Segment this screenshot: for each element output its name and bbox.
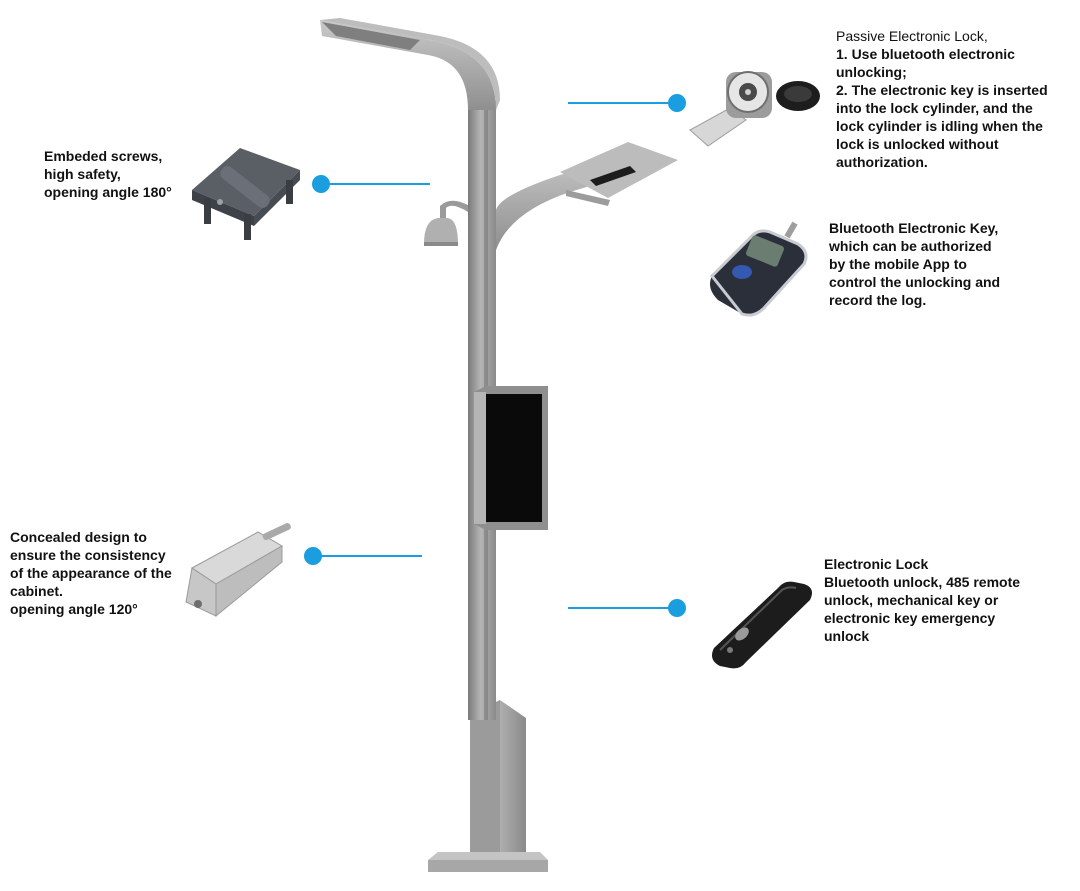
hinge-icon xyxy=(192,148,300,240)
electronic-lock-line: unlock, mechanical key or xyxy=(824,592,999,608)
passive-lock-line: 2. The electronic key is inserted xyxy=(836,82,1048,98)
concealed-hinge-label: Concealed design to ensure the consisten… xyxy=(10,528,172,618)
electronic-lock-line: electronic key emergency xyxy=(824,610,996,626)
embedded-hinge-line: high safety, xyxy=(44,166,121,182)
embedded-hinge-line: Embeded screws, xyxy=(44,148,163,164)
concealed-hinge-line: ensure the consistency xyxy=(10,547,166,563)
bluetooth-key-line: control the unlocking and xyxy=(829,274,1001,290)
embedded-hinge-leader-line xyxy=(326,183,430,185)
electronic-lock-marker xyxy=(668,599,686,617)
passive-lock-line: unlocking; xyxy=(836,64,907,80)
bluetooth-key-line: record the log. xyxy=(829,292,927,308)
passive-lock-label: Passive Electronic Lock, 1. Use bluetoot… xyxy=(836,27,1048,171)
concealed-hinge-leader-line xyxy=(318,555,422,557)
embedded-hinge-marker xyxy=(312,175,330,193)
concealed-hinge-marker xyxy=(304,547,322,565)
passive-lock-line: authorization. xyxy=(836,154,928,170)
passive-lock-line: 1. Use bluetooth electronic xyxy=(836,46,1015,62)
electronic-lock-title: Electronic Lock xyxy=(824,556,929,572)
passive-lock-line: into the lock cylinder, and the xyxy=(836,100,1033,116)
passive-lock-line: lock cylinder is idling when the xyxy=(836,118,1043,134)
bluetooth-key-line: by the mobile App to xyxy=(829,256,967,272)
electronic-lock-line: unlock xyxy=(824,628,870,644)
concealed-hinge-line: of the appearance of the xyxy=(10,565,172,581)
bluetooth-key-label: Bluetooth Electronic Key, which can be a… xyxy=(829,219,1000,309)
passive-lock-title: Passive Electronic Lock, xyxy=(836,28,988,44)
concealed-hinge-icon xyxy=(185,523,291,618)
embedded-hinge-line: opening angle 180° xyxy=(44,184,172,200)
pole-base xyxy=(428,700,548,872)
electronic-lock-label: Electronic Lock Bluetooth unlock, 485 re… xyxy=(824,555,1020,645)
concealed-hinge-line: cabinet. xyxy=(10,583,63,599)
concealed-hinge-line: opening angle 120° xyxy=(10,601,138,617)
bluetooth-key-icon xyxy=(709,221,808,317)
concealed-hinge-line: Concealed design to xyxy=(10,529,147,545)
bluetooth-key-line: Bluetooth Electronic Key, xyxy=(829,220,999,236)
passive-lock-leader-line xyxy=(568,102,676,104)
electronic-lock-icon xyxy=(712,581,812,669)
pole-shaft xyxy=(320,18,500,720)
street-light-arm xyxy=(496,142,678,250)
passive-lock-marker xyxy=(668,94,686,112)
electronic-lock-leader-line xyxy=(568,607,676,609)
camera-lamp xyxy=(424,200,468,246)
passive-lock-line: lock is unlocked without xyxy=(836,136,999,152)
embedded-hinge-label: Embeded screws, high safety, opening ang… xyxy=(44,147,172,201)
display-screen xyxy=(474,386,548,530)
passive-lock-icon xyxy=(689,71,820,147)
electronic-lock-line: Bluetooth unlock, 485 remote xyxy=(824,574,1021,590)
bluetooth-key-line: which can be authorized xyxy=(829,238,992,254)
